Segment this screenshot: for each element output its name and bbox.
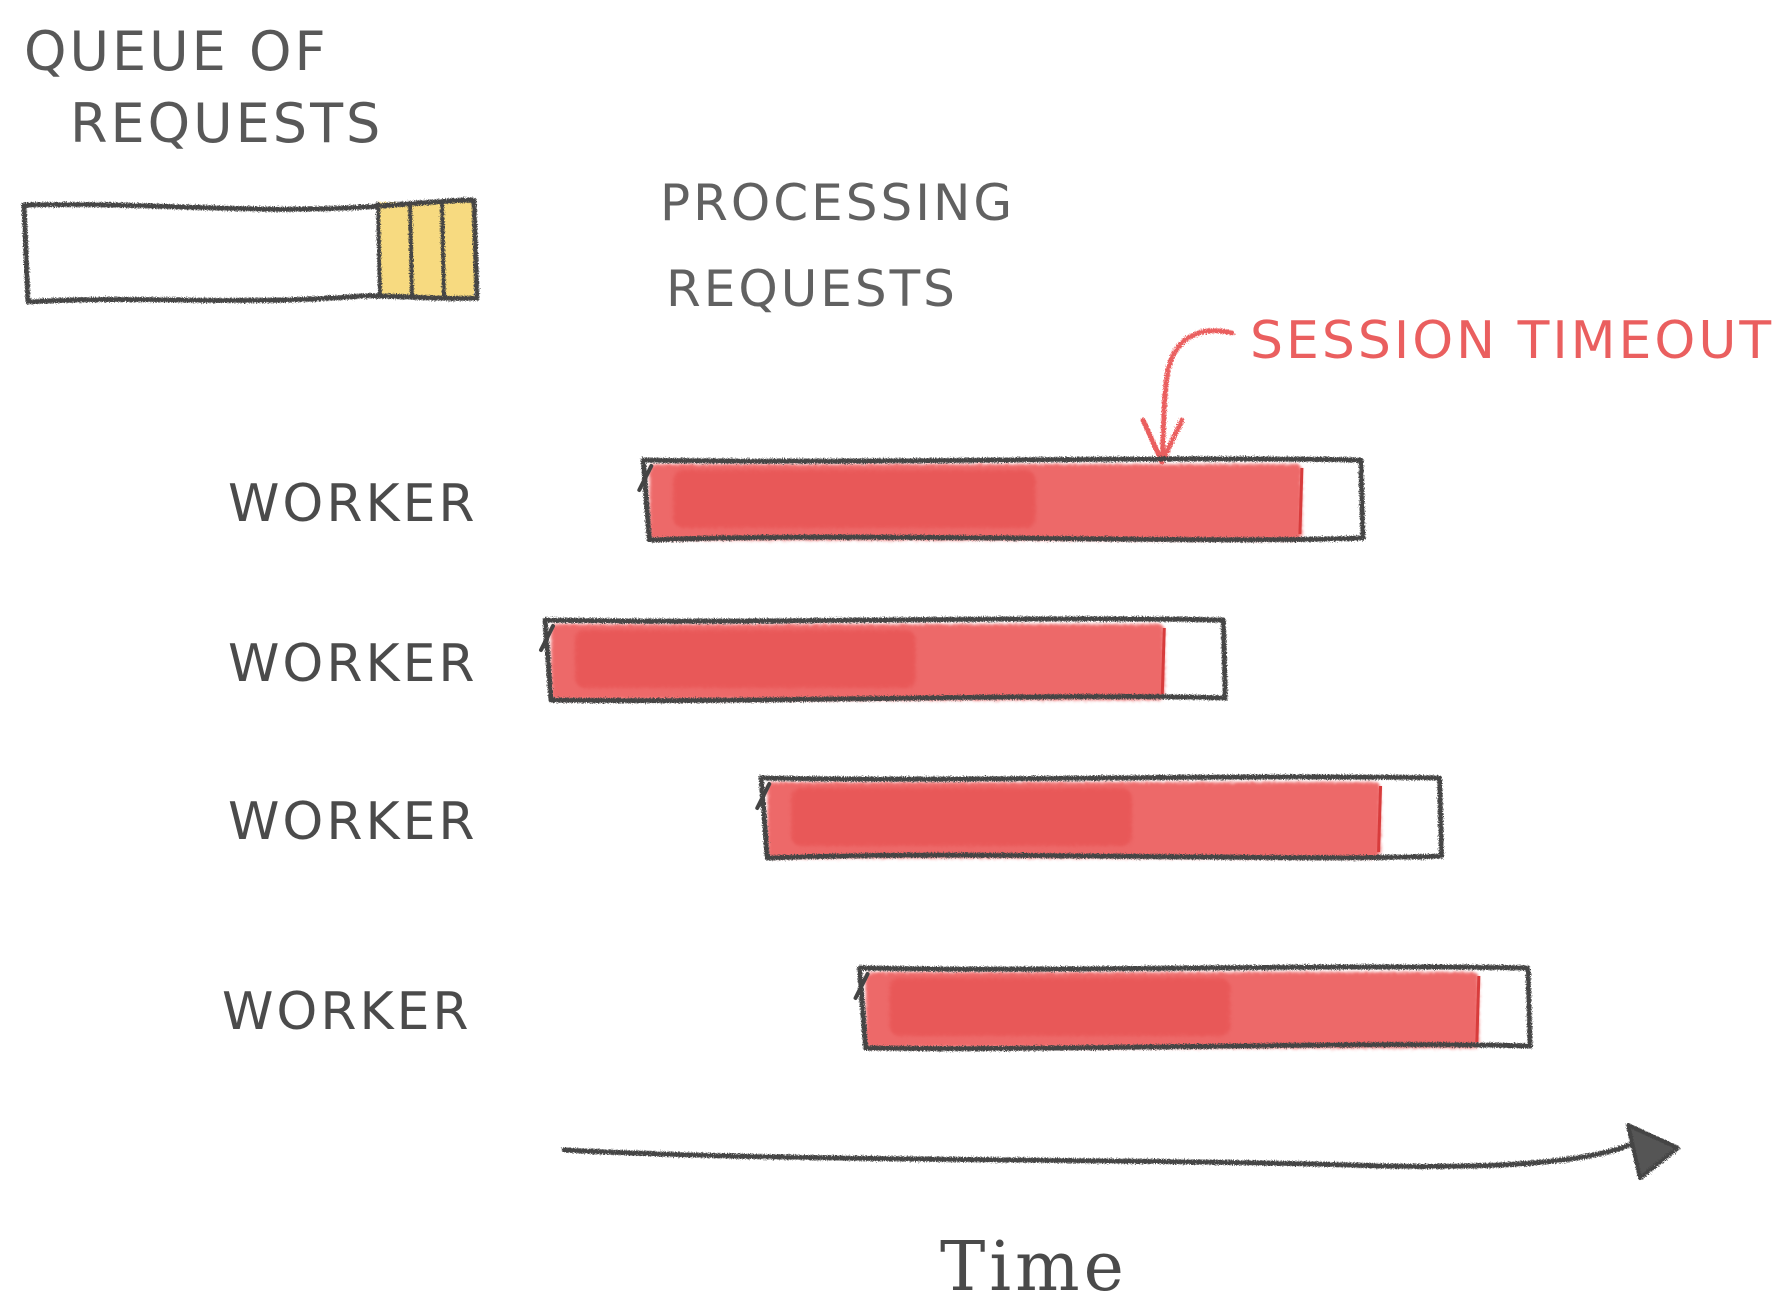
processing-end-mark [1160,627,1166,695]
worker-label: Worker [228,792,478,852]
processing-end-mark [1377,785,1383,853]
time-axis [561,1123,1680,1180]
queue-divider [408,202,414,298]
curved-down-arrow-icon [1140,328,1235,465]
worker-label: Worker [222,982,472,1042]
processing-bar-shade [575,630,916,688]
request-queue [21,197,480,305]
processing-heading-line1: Processing [660,174,1015,232]
queue-outline [21,197,480,305]
session-timeout-label: Session Timeout [1250,311,1774,371]
worker-timeline: WorkerWorkerWorkerWorker [222,456,1533,1052]
worker-bar-outline [758,774,1445,861]
processing-end-mark [1298,467,1304,535]
time-axis-label: Time [940,1228,1128,1307]
queued-request [442,202,474,298]
worker-bar-start-mark [539,624,555,652]
processing-heading: Processing Requests [660,174,1015,318]
queue-heading-line1: Queue of [24,20,329,83]
queue-dividers [376,202,446,298]
worker-label: Worker [228,634,478,694]
worker-bar-start-mark [853,972,870,1000]
processing-bar-shade [673,470,1036,528]
queued-request [378,202,410,298]
worker-row: Worker [228,774,1445,861]
time-axis-line [561,1137,1643,1169]
arrow-right-icon [1626,1123,1680,1180]
queue-slots [378,202,474,298]
queue-divider [440,202,446,298]
processing-bar-shade [791,788,1132,846]
worker-bar-outline [542,616,1228,704]
queue-divider [376,202,382,298]
processing-bar-shade [889,978,1231,1036]
worker-bar-outline [640,456,1366,543]
processing-heading-line2: Requests [666,260,958,318]
worker-row: Worker [222,964,1533,1052]
queue-heading: Queue of Requests [24,20,383,155]
queue-heading-line2: Requests [70,92,383,155]
worker-row: Worker [228,616,1228,704]
worker-label: Worker [228,474,478,534]
queued-request [410,202,442,298]
session-timeout-annotation: Session Timeout [1140,311,1774,465]
processing-end-mark [1475,975,1481,1043]
worker-bar-start-mark [637,464,654,492]
worker-bar-outline [857,964,1533,1052]
worker-row: Worker [228,456,1366,543]
worker-bar-start-mark [755,782,772,810]
